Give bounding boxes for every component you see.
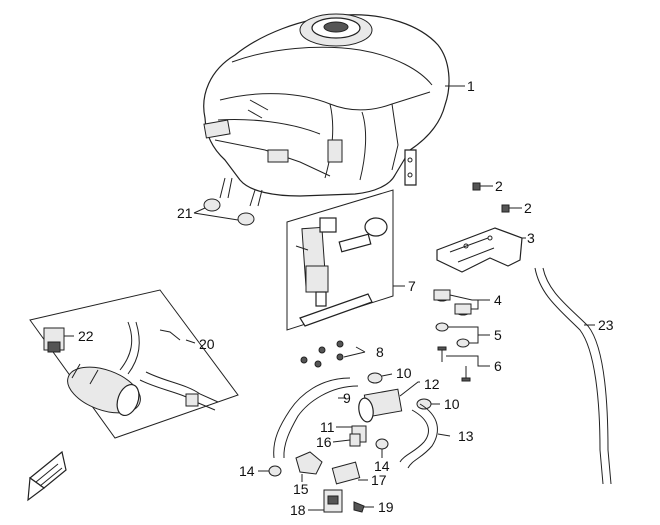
callout-4: 4 <box>494 292 502 308</box>
drain-hose-part-23 <box>534 267 612 485</box>
callout-8: 8 <box>376 344 384 360</box>
callout-7: 7 <box>408 278 416 294</box>
callout-6: 6 <box>494 358 502 374</box>
callout-13: 13 <box>458 428 474 444</box>
callout-15: 15 <box>293 481 309 497</box>
callout-18: 18 <box>290 502 306 518</box>
callout-22: 22 <box>78 328 94 344</box>
connector-part-16 <box>332 433 361 447</box>
callout-23: 23 <box>598 317 614 333</box>
callout-9: 9 <box>343 390 351 406</box>
callout-14a: 14 <box>374 458 390 474</box>
nuts-part-8 <box>300 340 366 368</box>
callout-19: 19 <box>378 499 394 515</box>
fuel-hose-part-13 <box>399 403 451 469</box>
callout-16: 16 <box>316 434 332 450</box>
front-direction-arrow-icon <box>27 450 67 502</box>
hose-clamps-part-10 <box>367 372 440 410</box>
clips-part-14 <box>258 438 389 477</box>
bolts-part-2 <box>472 182 516 213</box>
callout-10b: 10 <box>444 396 460 412</box>
dampers-part-4 <box>433 289 490 316</box>
fuel-pump-assembly-part-7 <box>286 189 405 331</box>
callout-2a: 2 <box>495 178 503 194</box>
collars-part-5 <box>435 322 490 348</box>
callout-10a: 10 <box>396 365 412 381</box>
connector-part-22 <box>43 327 74 353</box>
callout-2b: 2 <box>524 200 532 216</box>
bolts-part-6 <box>437 346 490 382</box>
callout-21: 21 <box>177 205 193 221</box>
callout-labels: 1 2 2 3 4 5 6 7 8 9 10 10 11 12 13 14 14… <box>78 78 614 518</box>
grommets-part-21 <box>193 198 255 226</box>
callout-14b: 14 <box>239 463 255 479</box>
callout-11: 11 <box>320 419 335 435</box>
sensor-part-17 <box>331 461 368 485</box>
fuel-tank <box>203 13 450 207</box>
fuel-filter-part-12 <box>358 381 420 423</box>
callout-12: 12 <box>424 376 440 392</box>
callout-3: 3 <box>527 230 535 246</box>
bracket-part-3 <box>436 227 526 273</box>
clip-part-19 <box>353 501 374 513</box>
fuel-hose-part-9 <box>273 377 359 459</box>
fuel-pump-unit-part-20 <box>29 289 239 439</box>
leader-lines <box>445 85 525 239</box>
quick-connector-part-15 <box>295 451 323 482</box>
callout-5: 5 <box>494 327 502 343</box>
callout-20: 20 <box>199 336 215 352</box>
callout-1: 1 <box>467 78 475 94</box>
connector-part-18 <box>308 489 343 513</box>
callout-17: 17 <box>371 472 387 488</box>
